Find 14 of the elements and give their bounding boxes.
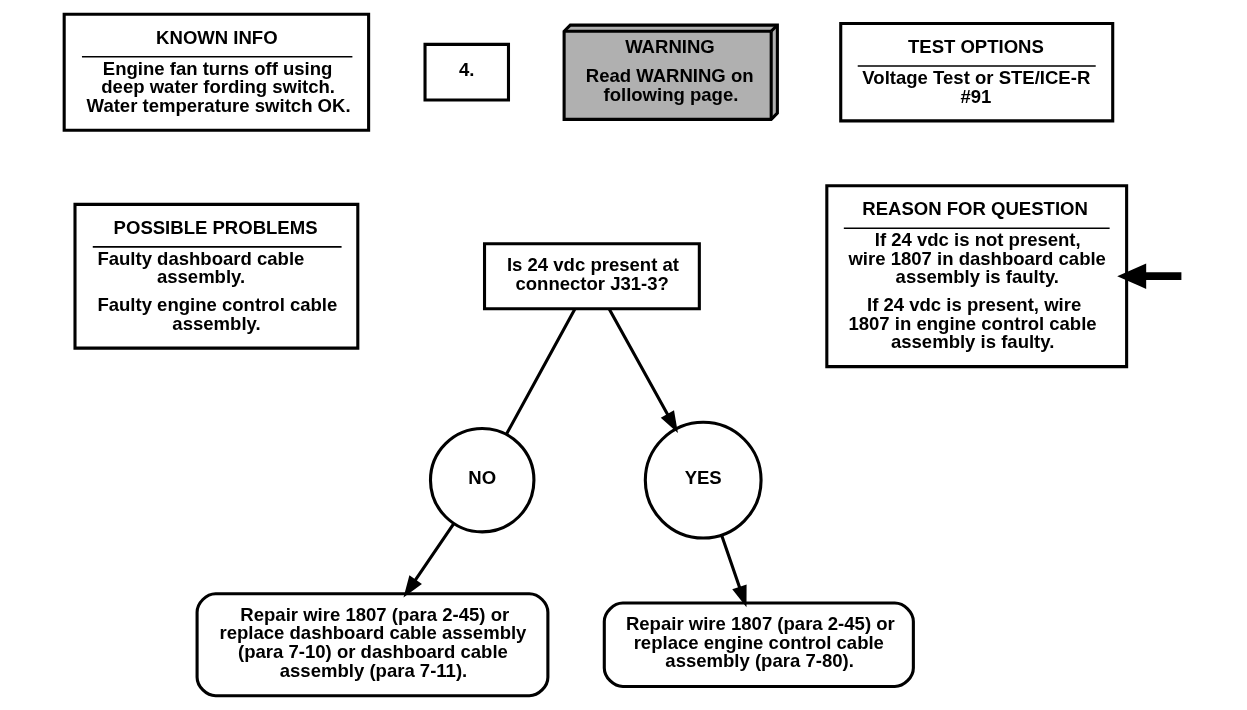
node-box: Is 24 vdc present at connector J31-3?: [482, 242, 701, 311]
node-box: 4.: [423, 42, 511, 102]
node-box: POSSIBLE PROBLEMS Faulty dashboard cable assembly. Faulty engine control cable assembly.: [73, 202, 360, 350]
node-box: Repair wire 1807 (para 2-45) or replace dashboard cable assembly (para 7-10) or dashboard cable assembly (para 7-11).: [195, 592, 550, 698]
arrow: [607, 307, 678, 433]
node-box: Repair wire 1807 (para 2-45) or replace engine control cable assembly (para 7-80).: [602, 601, 915, 688]
node-circle: NO: [428, 426, 536, 534]
arrow: [720, 534, 747, 608]
arrow: [403, 522, 456, 598]
node-box: REASON FOR QUESTION If 24 vdc is not present, wire 1807 in dashboard cable assembly is faulty. If 24 vdc is present, wire 1807 in engine control cable assembly is faulty.: [825, 184, 1129, 369]
node-box: KNOWN INFO Engine fan turns off using deep water fording switch. Water temperature switch OK.: [62, 12, 371, 132]
node-box: TEST OPTIONS Voltage Test or STE/ICE-R #91: [839, 22, 1115, 123]
node-circle: YES: [643, 420, 763, 540]
connector: [504, 307, 577, 436]
